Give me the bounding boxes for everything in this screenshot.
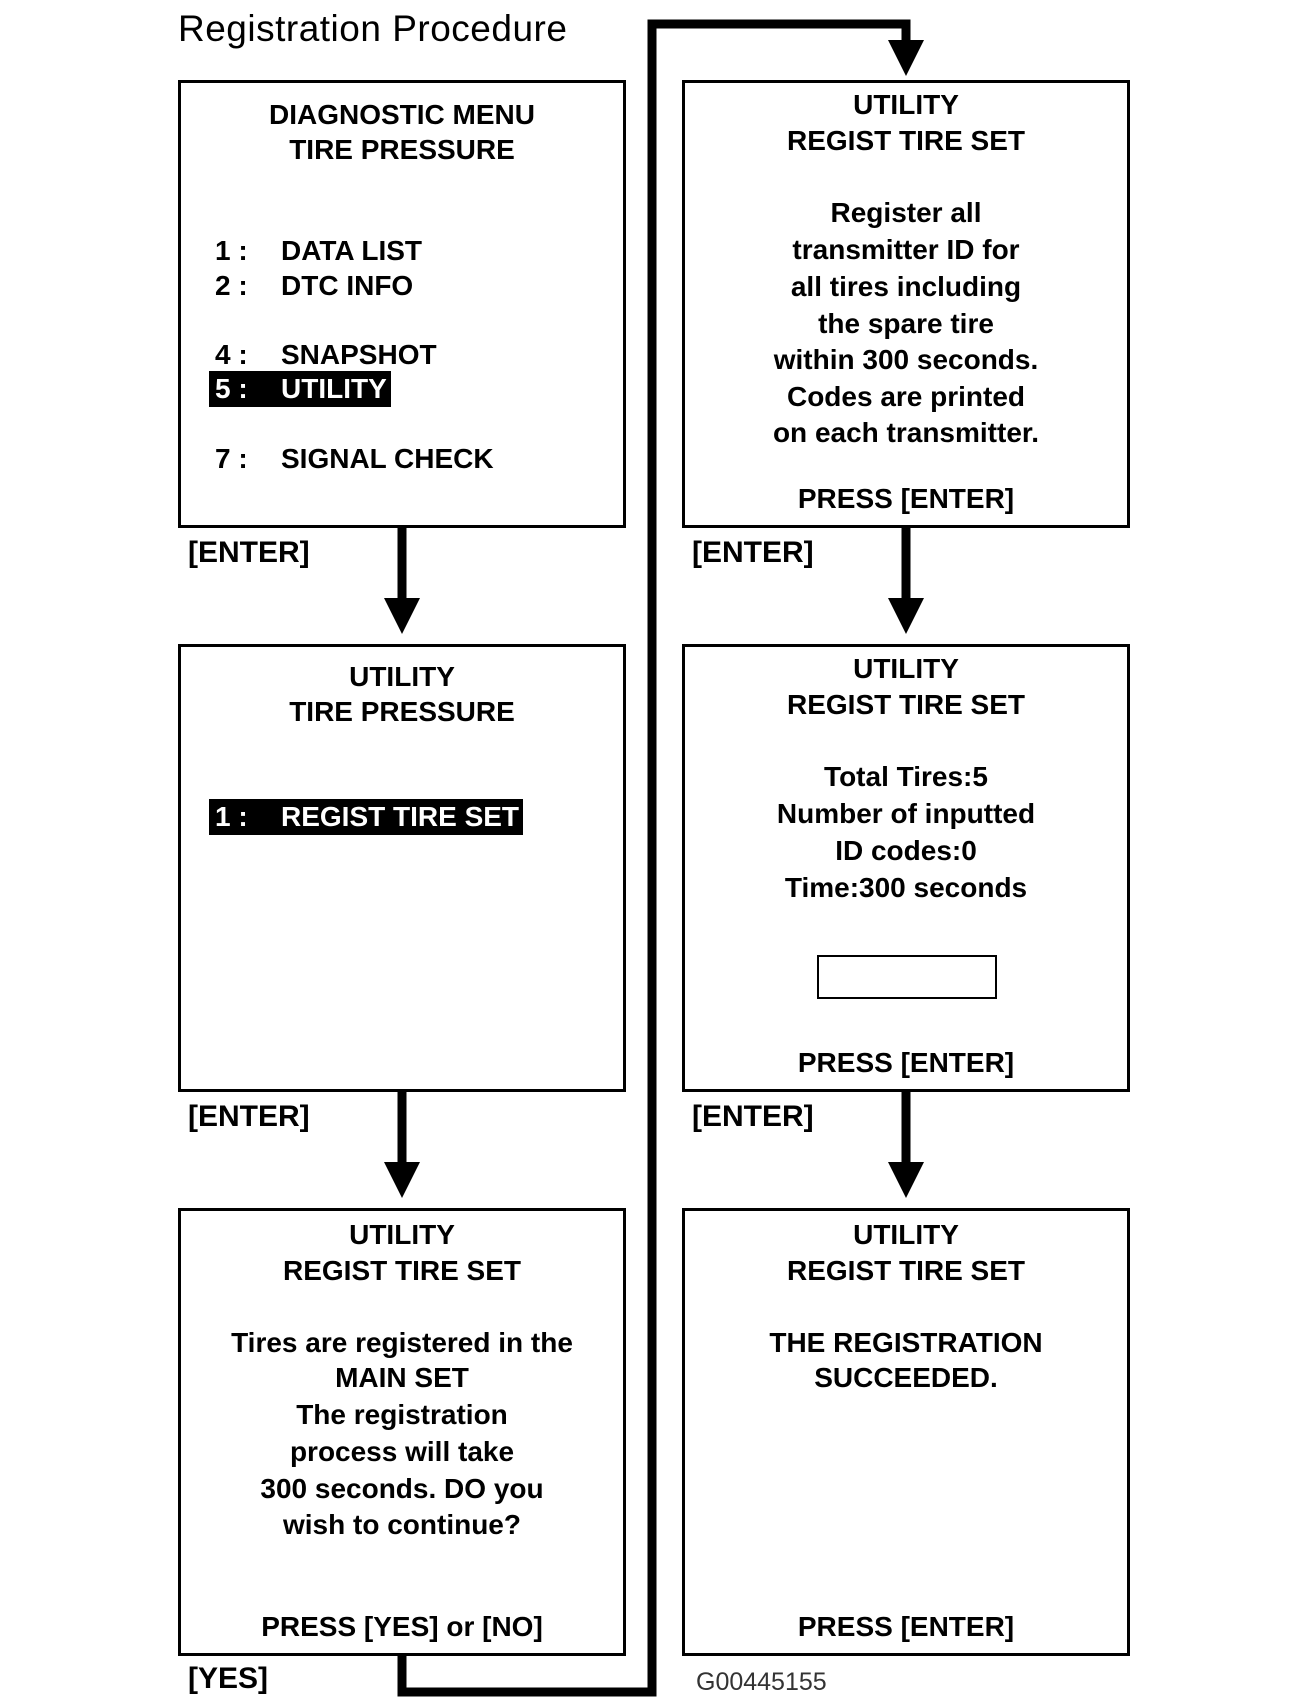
menu-item-label: DTC INFO <box>281 270 414 301</box>
menu-item-label: SIGNAL CHECK <box>281 443 494 474</box>
screen-success: UTILITY REGIST TIRE SET THE REGISTRATION… <box>682 1208 1130 1656</box>
arrow-diag-to-utility <box>384 528 420 634</box>
figure-id: G00445155 <box>696 1668 827 1696</box>
key-label-enter-4: [ENTER] <box>692 1100 814 1133</box>
screen-body-line: ID codes:0 <box>835 835 977 866</box>
screen-status: UTILITY REGIST TIRE SET Total Tires:5 Nu… <box>682 644 1130 1092</box>
screen-header-line2: REGIST TIRE SET <box>786 1255 1026 1286</box>
screen-body-line: SUCCEEDED. <box>814 1362 998 1393</box>
arrow-status-to-success <box>888 1092 924 1198</box>
menu-item-snapshot[interactable]: 4 : SNAPSHOT <box>215 339 437 371</box>
menu-item-num: 4 : <box>215 339 248 370</box>
menu-item-num: 1 : <box>215 235 248 266</box>
menu-item-data-list[interactable]: 1 : DATA LIST <box>215 235 422 267</box>
menu-item-regist-tire-set-selected[interactable]: 1 : REGIST TIRE SET <box>209 799 524 835</box>
screen-body-line: transmitter ID for <box>792 234 1020 265</box>
screen-body-line: Time:300 seconds <box>784 872 1028 903</box>
screen-body-line: THE REGISTRATION <box>769 1327 1043 1358</box>
arrow-register-to-status <box>888 528 924 634</box>
screen-body-line: all tires including <box>790 271 1022 302</box>
id-code-input-field[interactable] <box>817 955 997 999</box>
screen-body-line: The registration <box>296 1399 508 1430</box>
page-title: Registration Procedure <box>178 8 568 49</box>
screen-header-line1: UTILITY <box>349 661 455 692</box>
screen-header-line2: REGIST TIRE SET <box>282 1255 522 1286</box>
screen-body-line: Codes are printed <box>786 381 1026 412</box>
key-label-yes: [YES] <box>188 1662 269 1695</box>
screen-body-line: process will take <box>289 1436 515 1467</box>
screen-body-line: wish to continue? <box>283 1509 521 1540</box>
screen-header-line1: UTILITY <box>853 1219 959 1250</box>
screen-header-line2: TIRE PRESSURE <box>289 696 515 727</box>
arrow-confirm-to-register <box>397 19 924 1697</box>
screen-diagnostic-menu: DIAGNOSTIC MENU TIRE PRESSURE 1 : DATA LI… <box>178 80 626 528</box>
screen-body-line: the spare tire <box>818 308 994 339</box>
screen-body-line: Total Tires:5 <box>824 761 988 792</box>
press-enter-prompt: PRESS [ENTER] <box>797 1047 1015 1078</box>
press-yes-no-prompt: PRESS [YES] or [NO] <box>261 1611 543 1642</box>
menu-item-num: 1 : <box>215 801 248 832</box>
menu-item-dtc-info[interactable]: 2 : DTC INFO <box>215 270 413 302</box>
menu-item-utility-selected[interactable]: 5 : UTILITY <box>209 371 391 407</box>
key-label-enter-1: [ENTER] <box>188 536 310 569</box>
key-label-enter-2: [ENTER] <box>188 1100 310 1133</box>
screen-header-line2: REGIST TIRE SET <box>786 689 1026 720</box>
screen-utility-menu: UTILITY TIRE PRESSURE 1 : REGIST TIRE SET <box>178 644 626 1092</box>
screen-body-line: within 300 seconds. <box>773 344 1039 375</box>
menu-item-num: 7 : <box>215 443 248 474</box>
screen-header-line1: UTILITY <box>853 89 959 120</box>
menu-item-num: 2 : <box>215 270 248 301</box>
screen-confirm: UTILITY REGIST TIRE SET Tires are regist… <box>178 1208 626 1656</box>
menu-item-label: REGIST TIRE SET <box>281 801 520 832</box>
menu-item-label: DATA LIST <box>281 235 423 266</box>
screen-body-line: Tires are registered in the <box>231 1327 573 1358</box>
press-enter-prompt: PRESS [ENTER] <box>797 483 1015 514</box>
screen-header-line1: UTILITY <box>349 1219 455 1250</box>
screen-register-all: UTILITY REGIST TIRE SET Register all tra… <box>682 80 1130 528</box>
menu-item-signal-check[interactable]: 7 : SIGNAL CHECK <box>215 443 494 475</box>
key-label-enter-3: [ENTER] <box>692 536 814 569</box>
press-enter-prompt: PRESS [ENTER] <box>797 1611 1015 1642</box>
screen-body-line: MAIN SET <box>335 1362 469 1393</box>
screen-header-line2: REGIST TIRE SET <box>786 125 1026 156</box>
screen-body-line: Number of inputted <box>776 798 1036 829</box>
menu-item-label: UTILITY <box>281 373 387 404</box>
screen-header-line1: UTILITY <box>853 653 959 684</box>
menu-item-label: SNAPSHOT <box>281 339 437 370</box>
arrow-utility-to-confirm <box>384 1092 420 1198</box>
screen-header-line1: DIAGNOSTIC MENU <box>269 99 535 130</box>
screen-body-line: Register all <box>830 197 982 228</box>
menu-item-num: 5 : <box>215 373 248 404</box>
screen-header-line2: TIRE PRESSURE <box>289 134 515 165</box>
screen-body-line: on each transmitter. <box>772 417 1040 448</box>
screen-body-line: 300 seconds. DO you <box>260 1473 544 1504</box>
